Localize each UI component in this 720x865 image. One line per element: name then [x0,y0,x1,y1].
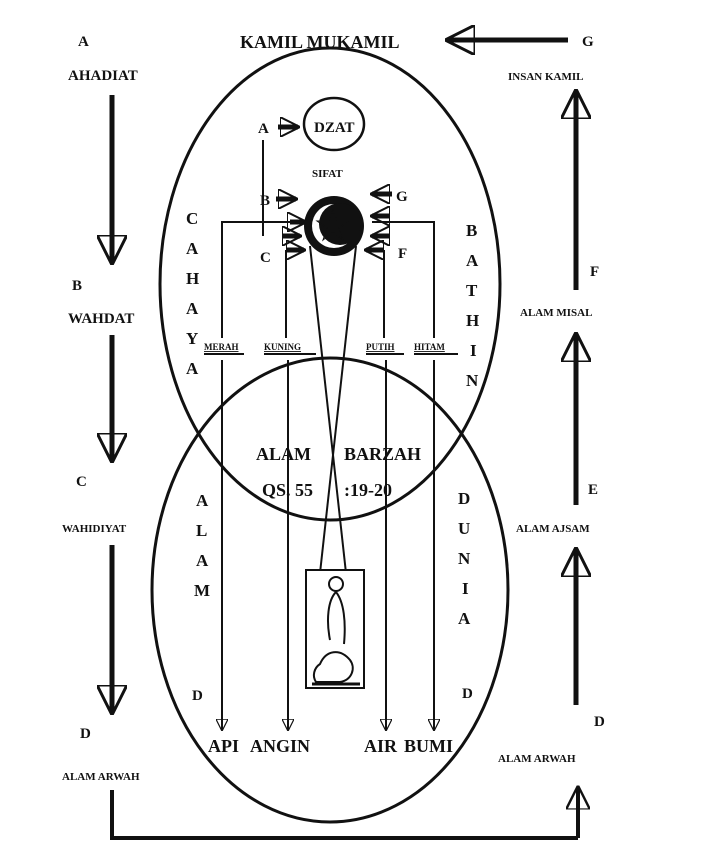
alam-vertical: A L A M [194,491,210,600]
svg-text:L: L [196,521,207,540]
right-name-alam-ajsam: ALAM AJSAM [516,523,590,535]
bottom-connector [110,790,578,840]
sifat-label: SIFAT [312,168,343,180]
svg-text:H: H [466,311,479,330]
qs-label: QS. 55 [262,480,313,500]
right-letter-g: G [582,34,594,50]
svg-text:T: T [466,281,478,300]
svg-text:H: H [186,269,199,288]
right-name-insan-kamil: INSAN KAMIL [508,71,583,83]
right-letter-e: E [588,482,598,498]
bathin-vertical: B A T H I N [466,221,479,390]
left-name-ahadiat: AHADIAT [68,68,138,84]
svg-text:A: A [196,491,209,510]
inner-letter-a: A [258,121,269,137]
lower-circle [150,356,510,824]
svg-text:I: I [470,341,477,360]
left-letter-d: D [80,726,91,742]
inner-letter-f: F [398,246,407,262]
inner-letter-c: C [260,250,271,266]
element-api: API [208,736,239,756]
upper-circle [158,46,502,522]
svg-text:U: U [458,519,470,538]
left-name-wahdat: WAHDAT [68,311,134,327]
right-name-alam-arwah: ALAM ARWAH [498,753,576,765]
svg-text:A: A [196,551,209,570]
svg-text:A: A [186,239,199,258]
svg-text:I: I [462,579,469,598]
inner-letter-g: G [396,189,408,205]
svg-text:A: A [458,609,471,628]
svg-text:A: A [186,299,199,318]
right-name-alam-misal: ALAM MISAL [520,307,592,319]
element-bumi: BUMI [404,736,453,756]
svg-text:D: D [458,489,470,508]
svg-text:N: N [458,549,471,568]
lower-d-left: D [192,688,203,704]
color-hitam: HITAM [414,342,445,352]
svg-text:M: M [194,581,210,600]
left-name-alam-arwah: ALAM ARWAH [62,771,140,783]
right-letter-f: F [590,264,599,280]
color-putih: PUTIH [366,342,395,352]
hitam-feed [372,221,435,338]
left-letter-b: B [72,278,82,294]
merah-feed [221,221,300,338]
svg-text:B: B [466,221,477,240]
alam-label: ALAM [256,444,311,464]
inner-letter-b: B [260,193,270,209]
seated-figure-icon [305,569,365,689]
left-name-wahidiyat: WAHIDIYAT [62,523,127,535]
element-angin: ANGIN [250,736,310,756]
color-merah: MERAH [204,342,239,352]
verse-label: :19-20 [344,480,392,500]
svg-text:C: C [186,209,198,228]
element-air: AIR [364,736,398,756]
svg-text:Y: Y [186,329,198,348]
dzat-circle [302,96,366,152]
left-letter-a: A [78,34,89,50]
svg-text:N: N [466,371,479,390]
barzah-label: BARZAH [344,444,421,464]
color-kuning: KUNING [264,342,301,352]
svg-text:A: A [466,251,479,270]
svg-text:A: A [186,359,199,378]
right-letter-d: D [594,714,605,730]
lower-d-right: D [462,686,473,702]
cahaya-vertical: C A H A Y A [186,209,199,378]
dunia-vertical: D U N I A [458,489,471,628]
kamil-mukamil-label: KAMIL MUKAMIL [240,32,400,52]
dzat-label: DZAT [314,120,355,136]
crescent-star-icon [304,196,364,256]
left-letter-c: C [76,474,87,490]
